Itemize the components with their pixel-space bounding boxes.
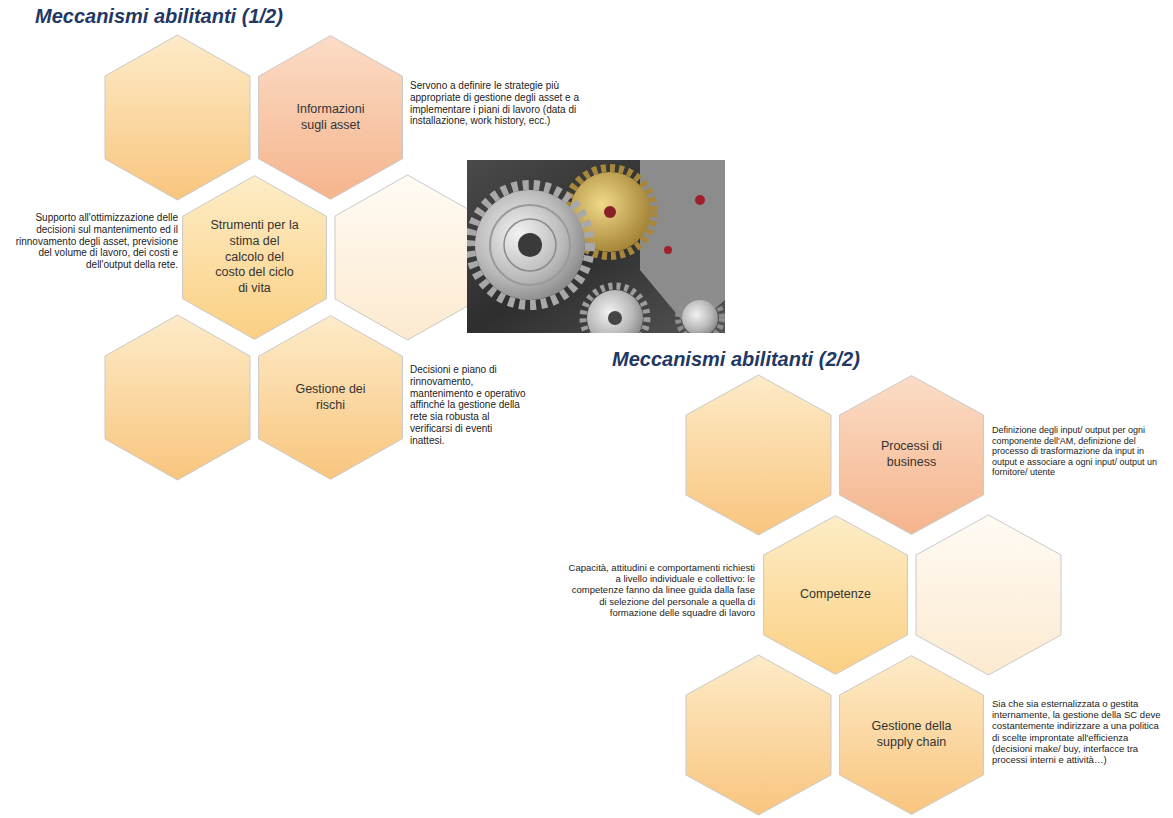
jewel bbox=[604, 206, 616, 218]
hexagon-label: Informazioni sugli asset bbox=[283, 102, 379, 133]
gear-hub bbox=[518, 233, 542, 257]
gear-teeth bbox=[470, 185, 590, 305]
jewel bbox=[664, 246, 672, 254]
empty-hexagon bbox=[686, 655, 831, 815]
empty-hexagon bbox=[105, 35, 250, 200]
hexagon-shape bbox=[259, 316, 403, 480]
jewel bbox=[695, 195, 705, 205]
description-note: Decisioni e piano di rinnovamento, mante… bbox=[410, 364, 528, 447]
slide-title: Meccanismi abilitanti (1/2) bbox=[35, 4, 283, 28]
hexagon-label: Gestione dei rischi bbox=[283, 382, 379, 413]
hexagon-box: Gestione dei rischi bbox=[258, 315, 403, 480]
gear-teeth bbox=[583, 286, 647, 333]
description-note: Servono a definire le strategie più appr… bbox=[410, 80, 582, 127]
gears-photo bbox=[467, 160, 725, 333]
hexagon-shape bbox=[259, 36, 403, 200]
gear-teeth bbox=[678, 296, 722, 333]
hexagon-label: Strumenti per la stima del calcolo del c… bbox=[210, 218, 300, 296]
empty-hexagon bbox=[335, 175, 480, 340]
hexagon-shape bbox=[183, 176, 327, 340]
empty-hexagon bbox=[916, 515, 1061, 675]
empty-hexagon bbox=[686, 375, 831, 535]
hexagon-box: Informazioni sugli asset bbox=[258, 35, 403, 200]
hexagon-box: Competenze bbox=[763, 515, 908, 675]
hexagon-shape bbox=[764, 516, 908, 675]
small-gear bbox=[587, 290, 643, 333]
metal-plate bbox=[640, 160, 725, 330]
description-note: Capacità, attitudini e comportamenti ric… bbox=[565, 562, 755, 618]
hexagon-shape bbox=[840, 376, 984, 535]
empty-hexagon bbox=[105, 315, 250, 480]
hexagon-box: Processi di business bbox=[839, 375, 984, 535]
hexagon-box: Gestione della supply chain bbox=[839, 655, 984, 815]
hexagon-label: Processi di business bbox=[864, 439, 960, 470]
silver-gear bbox=[475, 190, 585, 300]
hexagon-box: Strumenti per la stima del calcolo del c… bbox=[182, 175, 327, 340]
hexagon-label: Gestione della supply chain bbox=[864, 719, 960, 750]
description-note: Definizione degli input/ output per ogni… bbox=[992, 425, 1168, 478]
description-note: Supporto all'ottimizzazione delle decisi… bbox=[4, 212, 178, 271]
small-gear bbox=[682, 300, 718, 333]
gear-hub bbox=[608, 311, 622, 325]
gear-ring bbox=[504, 219, 556, 271]
hexagon-shape bbox=[840, 656, 984, 815]
slide-title: Meccanismi abilitanti (2/2) bbox=[612, 347, 860, 371]
gear-ring bbox=[490, 205, 570, 285]
hexagon-label: Competenze bbox=[800, 587, 871, 603]
description-note: Sia che sia esternalizzata o gestita int… bbox=[992, 698, 1168, 765]
